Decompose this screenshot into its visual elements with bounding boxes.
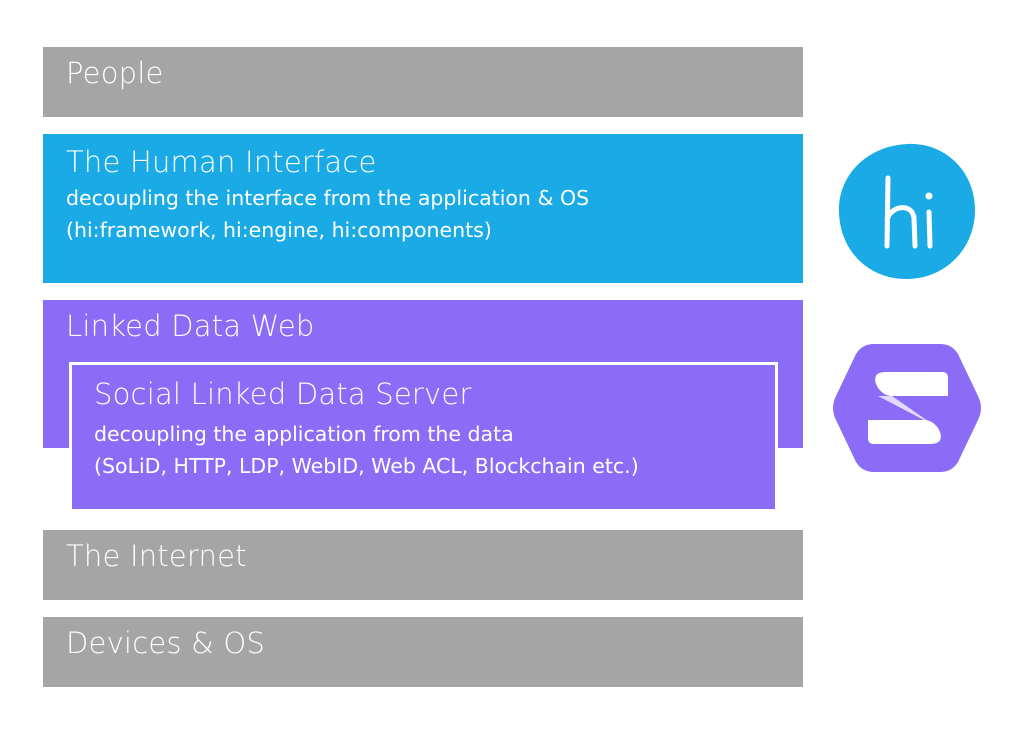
layer-title: Devices & OS bbox=[66, 626, 265, 660]
layer-title: The Human Interface bbox=[66, 145, 377, 179]
layer-description: decoupling the interface from the applic… bbox=[66, 186, 590, 210]
layer-title: The Internet bbox=[66, 539, 247, 573]
layer-components: (SoLiD, HTTP, LDP, WebID, Web ACL, Block… bbox=[94, 454, 639, 478]
solid-logo-icon bbox=[833, 344, 981, 472]
layer-title: Linked Data Web bbox=[66, 309, 315, 343]
layer-title: Social Linked Data Server bbox=[94, 377, 472, 411]
layer-internet: The Internet bbox=[43, 530, 803, 600]
layer-devices: Devices & OS bbox=[43, 617, 803, 687]
hi-logo-icon bbox=[838, 143, 976, 280]
layer-social-linked-data-server: Social Linked Data Server decoupling the… bbox=[69, 362, 778, 512]
layer-description: decoupling the application from the data bbox=[94, 422, 514, 446]
layer-human-interface: The Human Interface decoupling the inter… bbox=[43, 134, 803, 283]
layer-title: People bbox=[66, 56, 164, 90]
layer-components: (hi:framework, hi:engine, hi:components) bbox=[66, 218, 492, 242]
layer-people: People bbox=[43, 47, 803, 117]
